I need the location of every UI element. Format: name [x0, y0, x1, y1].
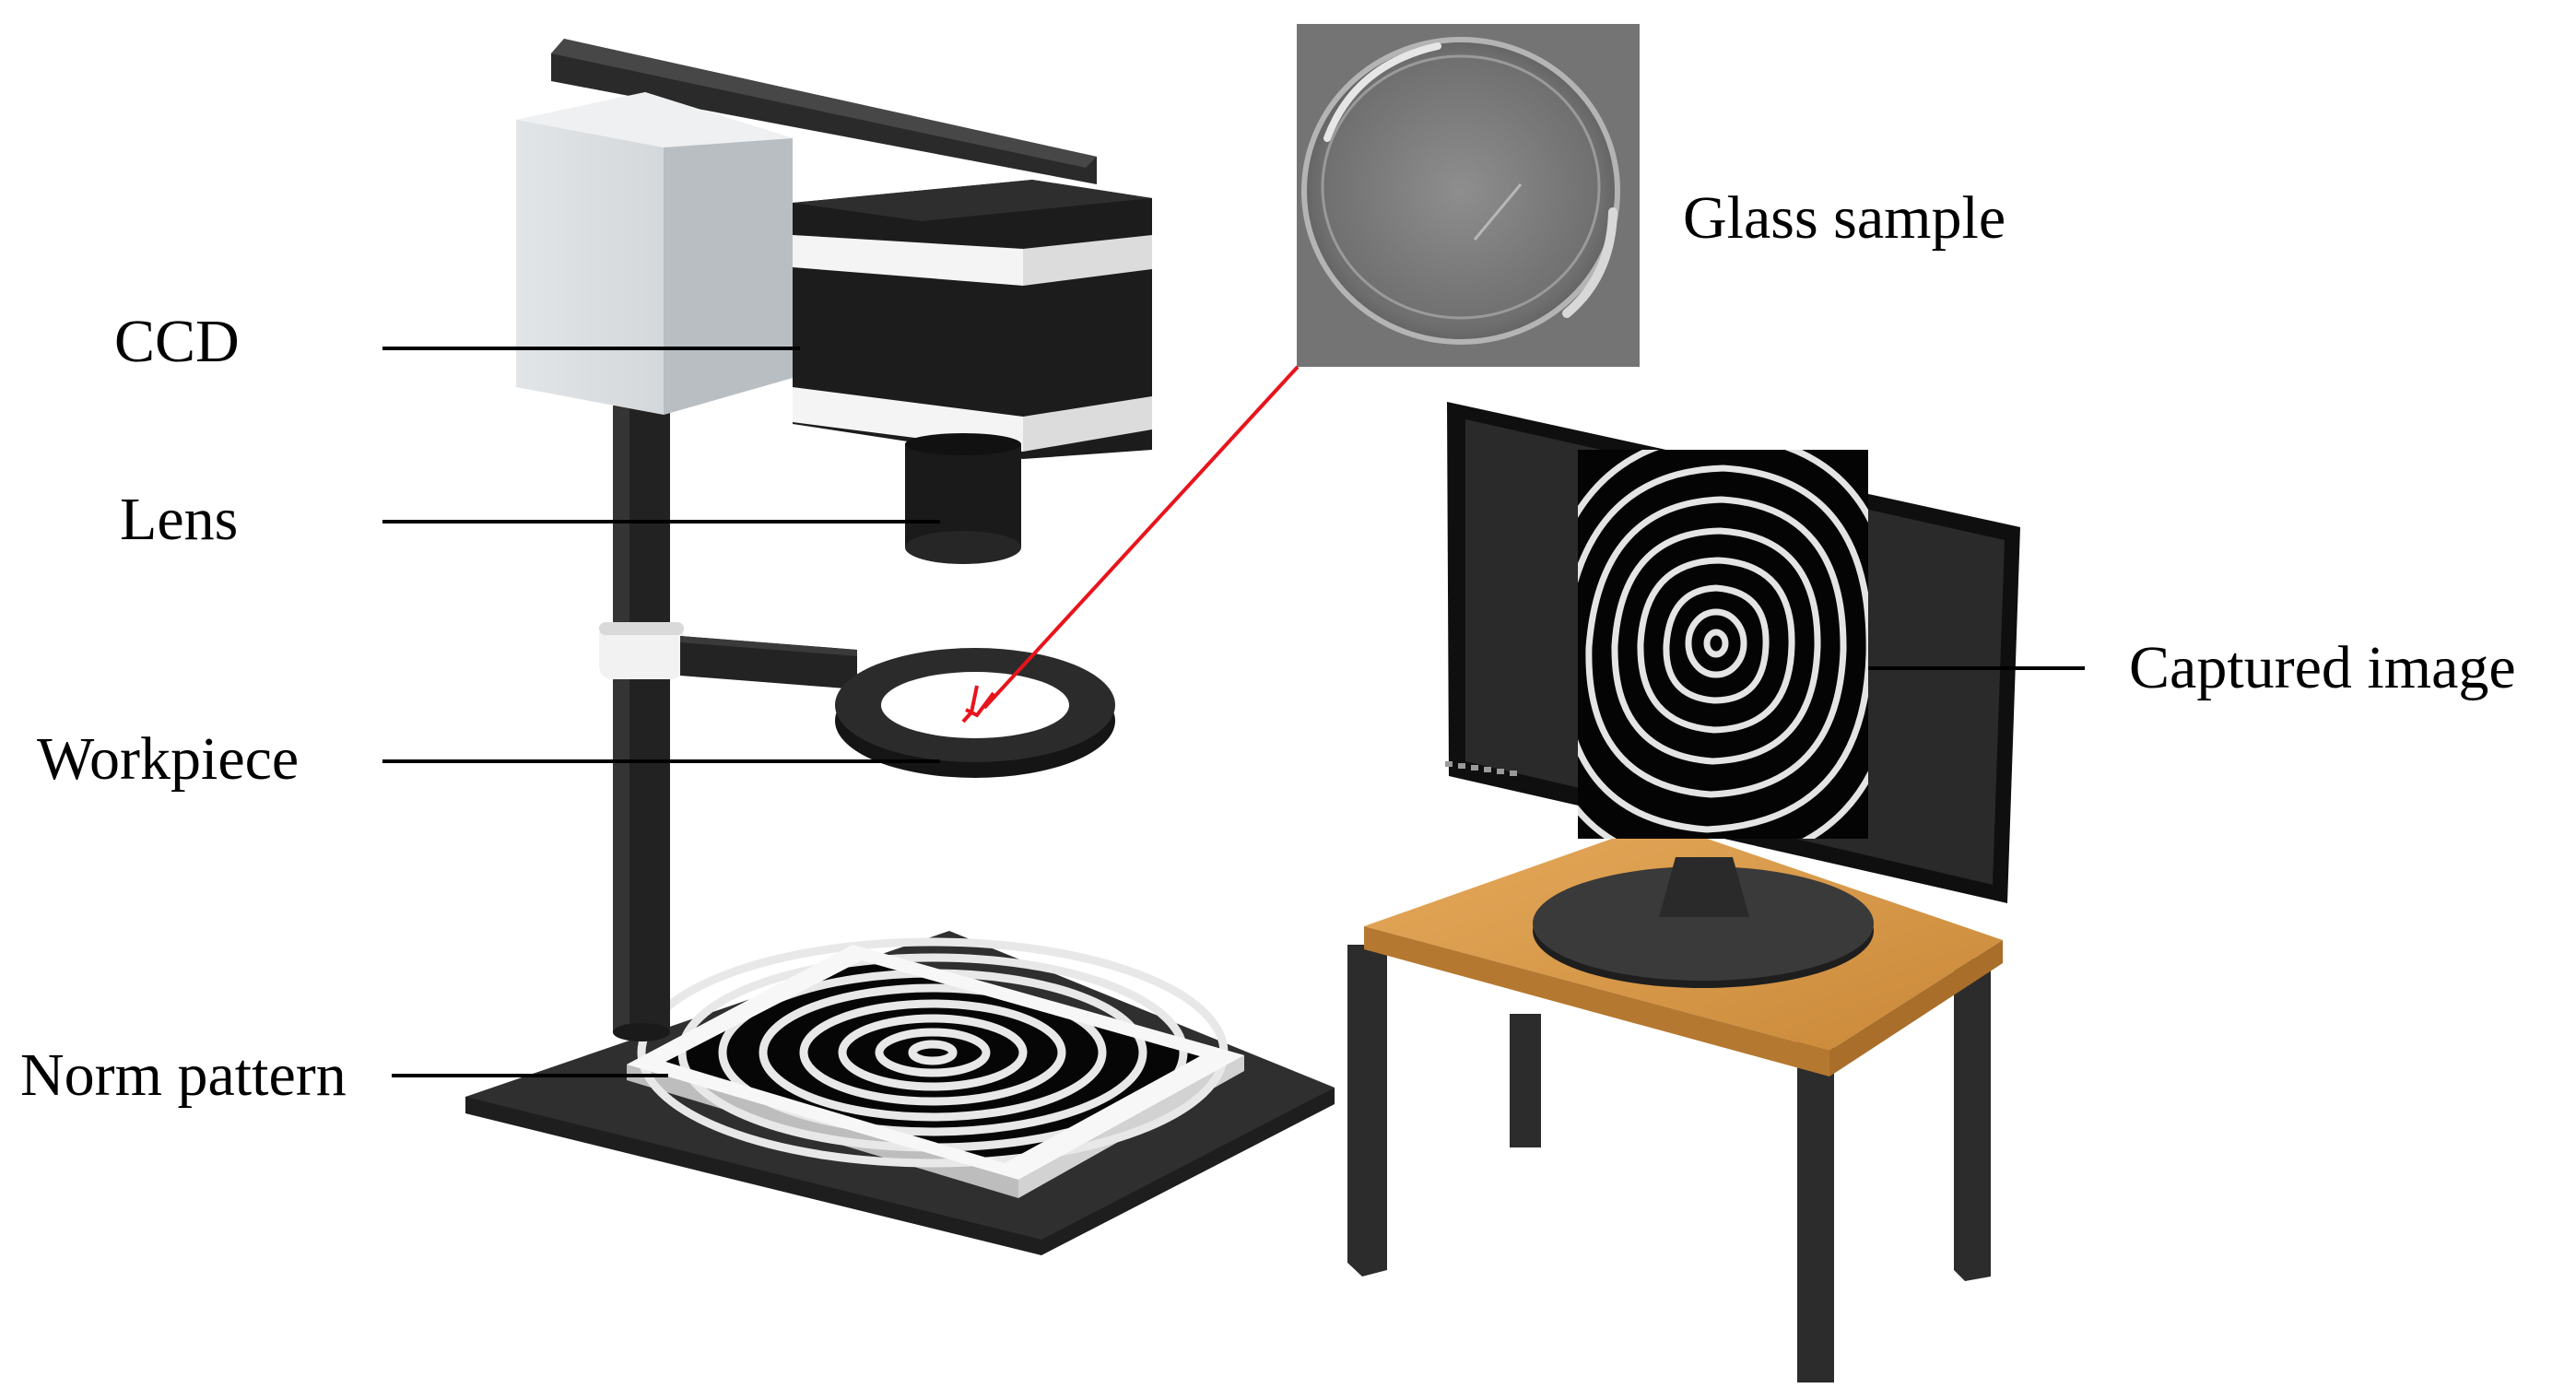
- workpiece-holder: [680, 636, 1115, 778]
- monitor: [1445, 402, 2020, 988]
- camera-lens: [905, 433, 1021, 564]
- ccd-camera-body: [793, 180, 1152, 459]
- sample-arrow: [961, 365, 1300, 724]
- ccd-housing: [516, 92, 793, 415]
- glass-sample-photo: [1297, 24, 1640, 367]
- top-arm: [551, 39, 1097, 184]
- captured-image-label: Captured image: [2129, 634, 2516, 701]
- norm-pattern-label: Norm pattern: [20, 1041, 347, 1109]
- monitor-taskbar-icons: [1445, 761, 1517, 776]
- ccd-label: CCD: [114, 308, 240, 375]
- column-clamp: [599, 622, 684, 679]
- glass-sample-label: Glass sample: [1683, 184, 2006, 252]
- stand-column: [613, 406, 670, 1041]
- leader-lines: [382, 347, 2085, 1077]
- lens-label: Lens: [120, 486, 238, 553]
- workpiece-label: Workpiece: [37, 725, 299, 793]
- captured-fringes: [1578, 450, 1868, 839]
- norm-pattern-plate: [627, 937, 1244, 1198]
